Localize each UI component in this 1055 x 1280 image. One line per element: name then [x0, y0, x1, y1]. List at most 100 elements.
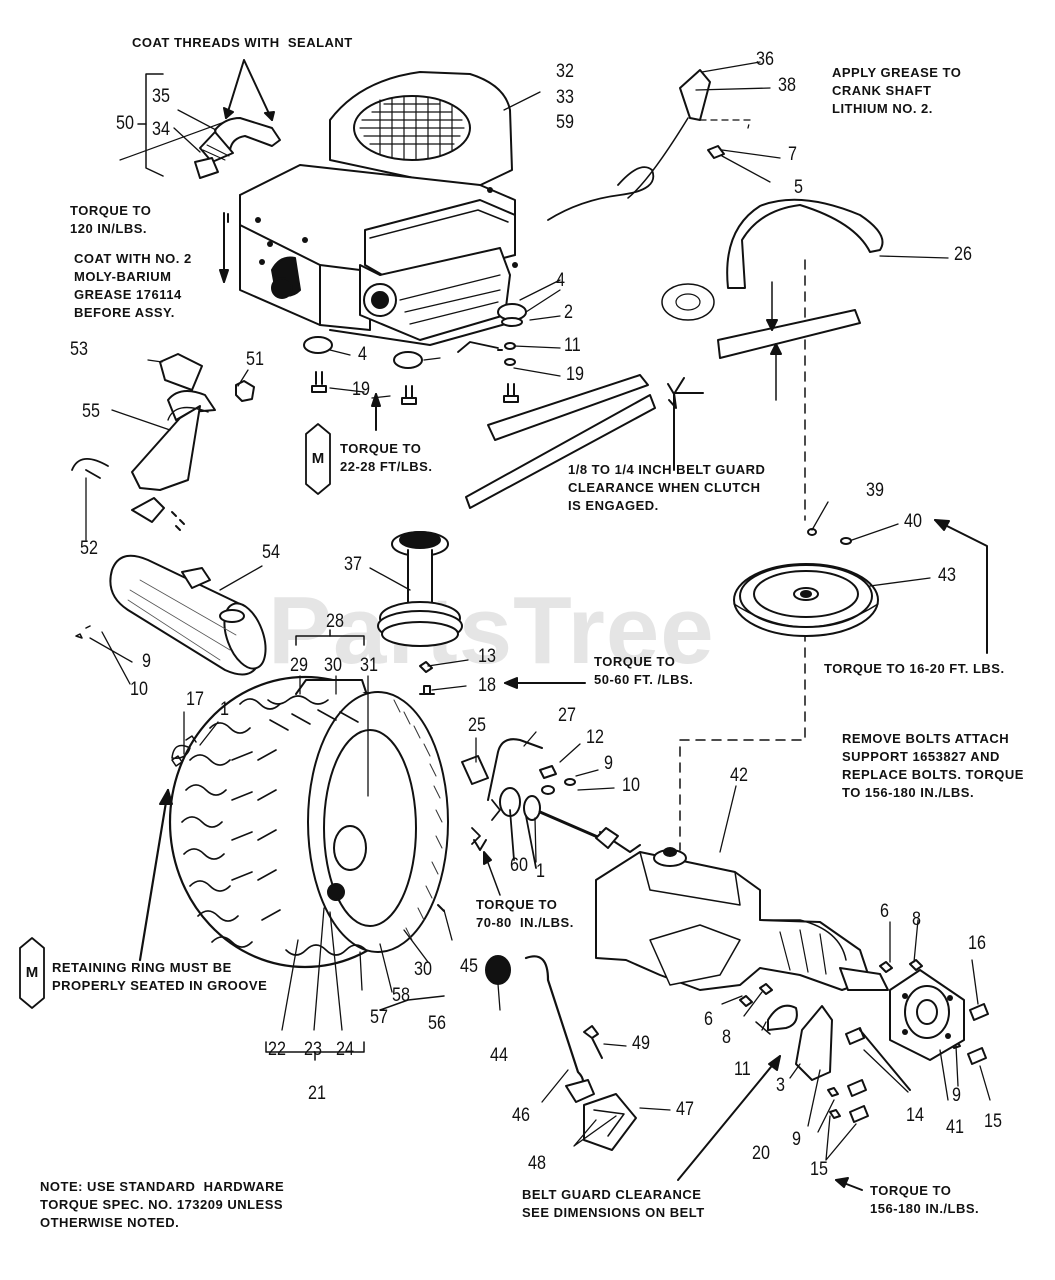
callout-24: 24: [336, 1039, 354, 1060]
callout-48: 48: [528, 1153, 546, 1174]
note-coat-threads: COAT THREADS WITH SEALANT: [132, 35, 353, 50]
callout-25: 25: [468, 715, 486, 736]
callout-28: 28: [326, 611, 344, 632]
callout-46: 46: [512, 1105, 530, 1126]
callout-38: 38: [778, 75, 796, 96]
wheel-and-tire-assembly: [168, 675, 449, 969]
note-torque-156-180: TORQUE TO 156-180 IN./LBS.: [870, 1183, 980, 1216]
callout-40: 40: [904, 511, 922, 532]
callout-27: 27: [558, 705, 576, 726]
callout-14: 14: [906, 1105, 924, 1126]
callout-15-bottom: 15: [810, 1159, 828, 1180]
callout-53: 53: [70, 339, 88, 360]
callout-11-lower: 11: [734, 1059, 751, 1080]
watermark: PartsTree: [268, 577, 715, 684]
callout-19-left: 19: [352, 379, 370, 400]
callout-1-lower: 1: [536, 861, 545, 882]
callout-43: 43: [938, 565, 956, 586]
pulley-43: [733, 563, 879, 637]
callout-32: 32: [556, 61, 574, 82]
callout-60: 60: [510, 855, 528, 876]
callout-1-upper: 1: [220, 699, 229, 720]
callout-5: 5: [794, 177, 803, 198]
callout-45: 45: [460, 956, 478, 977]
callout-54: 54: [262, 542, 280, 563]
callout-6-left: 6: [704, 1009, 713, 1030]
note-coat-moly: COAT WITH NO. 2 MOLY-BARIUM GREASE 17611…: [74, 251, 192, 320]
v-belt-26: [717, 198, 884, 359]
callout-2: 2: [564, 302, 573, 323]
callout-8-right: 8: [912, 909, 921, 930]
callout-16: 16: [968, 933, 986, 954]
callout-36: 36: [756, 49, 774, 70]
note-torque-50-60: TORQUE TO 50-60 FT. /LBS.: [594, 654, 694, 687]
callout-9-mid: 9: [604, 753, 613, 774]
callout-20: 20: [752, 1143, 770, 1164]
callout-58: 58: [392, 985, 410, 1006]
note-torque-120: TORQUE TO 120 IN/LBS.: [70, 203, 152, 236]
note-torque-22-28: TORQUE TO 22-28 FT/LBS.: [340, 441, 433, 474]
callout-57: 57: [370, 1007, 388, 1028]
callout-9-bottom: 9: [792, 1129, 801, 1150]
callout-26: 26: [954, 244, 972, 265]
hub-41: [889, 969, 965, 1061]
callout-9-right: 9: [952, 1085, 961, 1106]
callout-39: 39: [866, 480, 884, 501]
callout-6-right: 6: [880, 901, 889, 922]
callout-22: 22: [268, 1039, 286, 1060]
callout-55: 55: [82, 401, 100, 422]
breather-tube-35: [199, 117, 281, 163]
tire-tread-pattern: [181, 695, 367, 956]
callout-9-left: 9: [142, 651, 151, 672]
callout-12: 12: [586, 727, 604, 748]
callout-47: 47: [676, 1099, 694, 1120]
callout-17: 17: [186, 689, 204, 710]
callout-52: 52: [80, 538, 98, 559]
callout-23: 23: [304, 1039, 322, 1060]
callout-18: 18: [478, 675, 496, 696]
callout-10-mid: 10: [622, 775, 640, 796]
note-torque-16-20: TORQUE TO 16-20 FT. LBS.: [824, 661, 1005, 676]
callout-7: 7: [788, 144, 797, 165]
callout-31: 31: [360, 655, 378, 676]
exhaust-pipe-55: [131, 353, 216, 491]
engine-screen-grille: [359, 96, 465, 160]
callout-8-left: 8: [722, 1027, 731, 1048]
callout-10-left: 10: [130, 679, 148, 700]
note-apply-grease: APPLY GREASE TO CRANK SHAFT LITHIUM NO. …: [832, 65, 962, 116]
callout-50: 50: [116, 113, 134, 134]
callout-21: 21: [308, 1083, 326, 1104]
callout-34: 34: [152, 119, 170, 140]
callout-3: 3: [776, 1075, 785, 1096]
callout-49: 49: [632, 1033, 650, 1054]
muffler-54: [109, 554, 267, 676]
transaxle-42: [595, 847, 889, 991]
callout-42: 42: [730, 765, 748, 786]
callout-44: 44: [490, 1045, 508, 1066]
callout-19-right: 19: [566, 364, 584, 385]
torque-m-symbol-upper: M: [311, 450, 325, 467]
callout-13: 13: [478, 646, 496, 667]
note-belt-guard-clearance: 1/8 TO 1/4 INCH BELT GUARD CLEARANCE WHE…: [568, 462, 766, 513]
callout-56: 56: [428, 1013, 446, 1034]
callout-15-right: 15: [984, 1111, 1002, 1132]
callout-59: 59: [556, 112, 574, 133]
note-retaining-ring: RETAINING RING MUST BE PROPERLY SEATED I…: [52, 960, 268, 993]
callout-33: 33: [556, 87, 574, 108]
callout-4-upper: 4: [556, 270, 565, 291]
pulley-37: [377, 531, 463, 647]
callout-35: 35: [152, 86, 170, 107]
callout-51: 51: [246, 349, 264, 370]
note-remove-bolts: REMOVE BOLTS ATTACH SUPPORT 1653827 AND …: [842, 731, 1024, 800]
callout-29: 29: [290, 655, 308, 676]
callout-4-lower: 4: [358, 344, 367, 365]
callout-11-upper: 11: [564, 335, 581, 356]
plug-34: [194, 157, 219, 179]
torque-m-symbol-lower: M: [25, 964, 39, 981]
callout-30-upper: 30: [324, 655, 342, 676]
note-belt-guard-dimensions: BELT GUARD CLEARANCE SEE DIMENSIONS ON B…: [522, 1187, 705, 1220]
note-torque-70-80: TORQUE TO 70-80 IN./LBS.: [476, 897, 574, 930]
callout-37: 37: [344, 554, 362, 575]
